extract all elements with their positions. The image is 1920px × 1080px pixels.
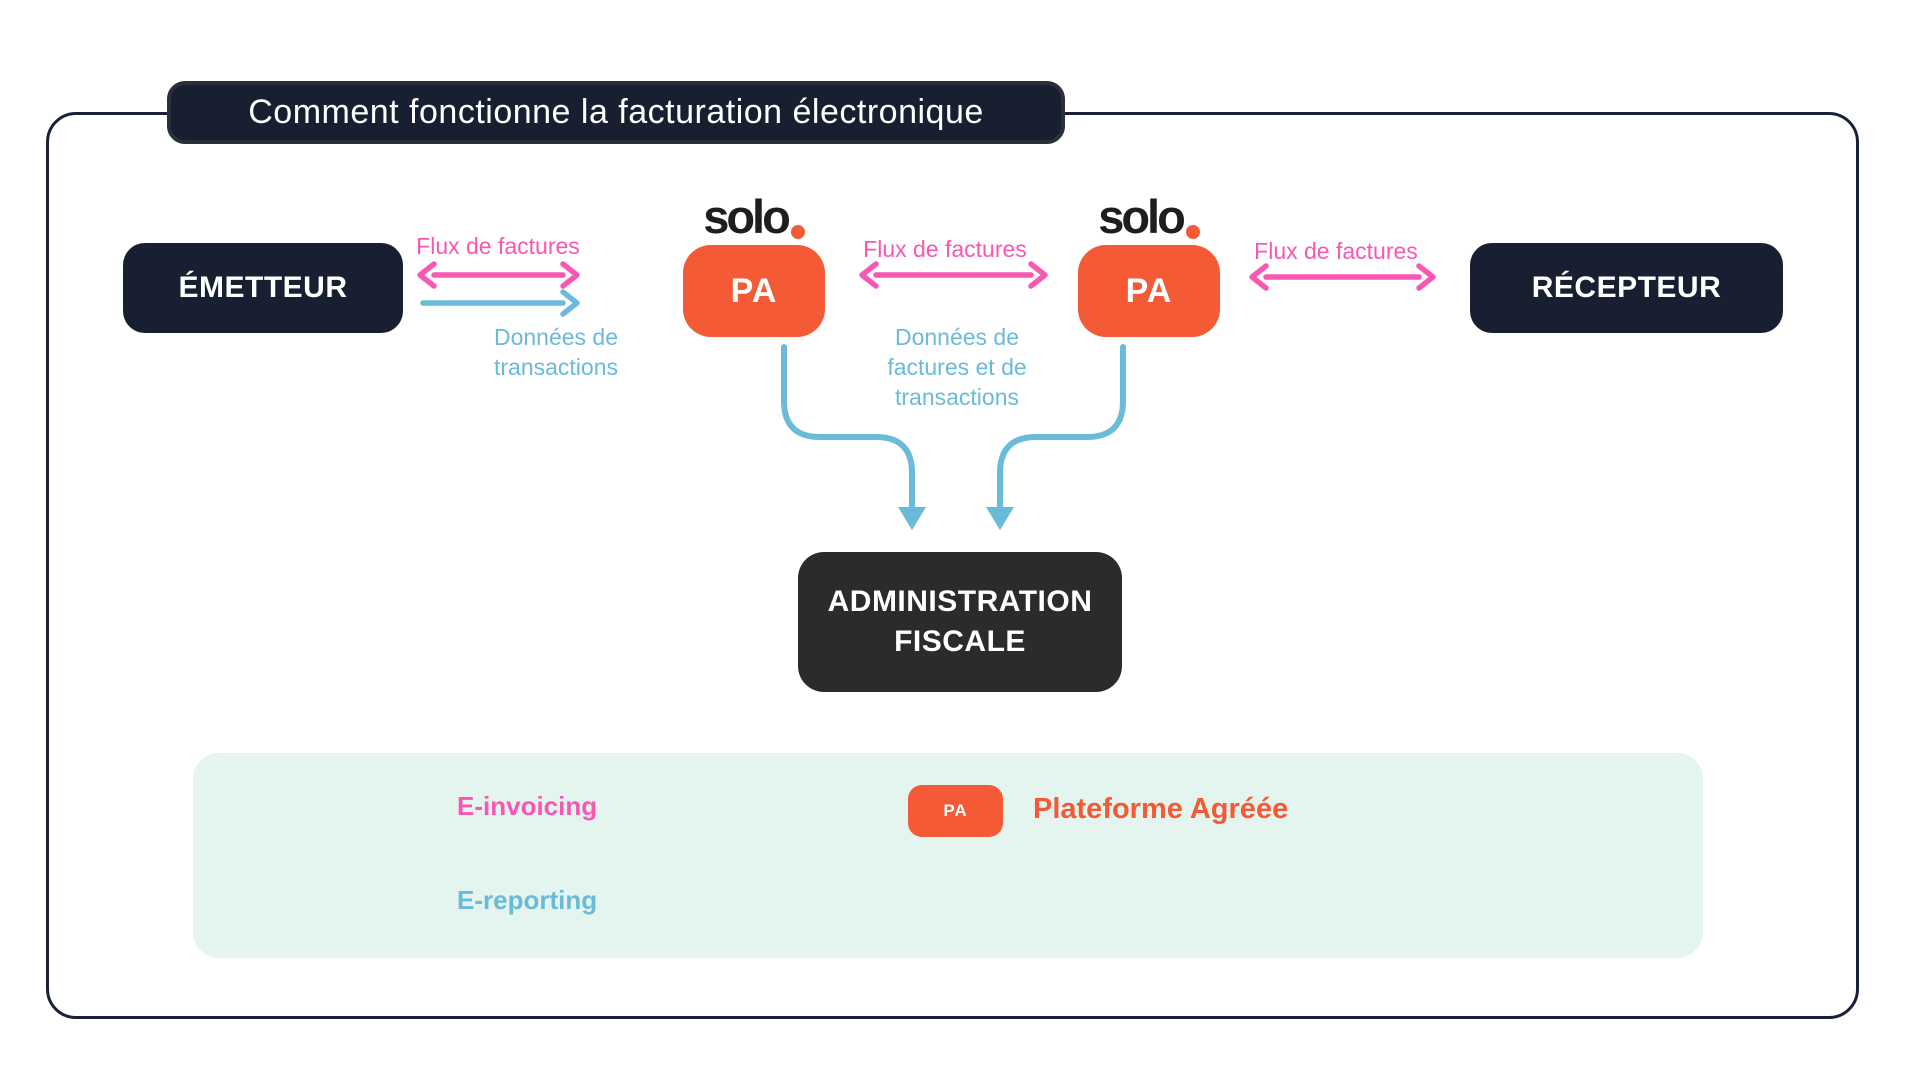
tax-administration-label-line2: FISCALE xyxy=(894,625,1026,658)
solo-logo: solo xyxy=(683,184,825,240)
pa-left-label: PA xyxy=(730,271,778,310)
tax-administration-label-line1: ADMINISTRATION xyxy=(827,585,1093,618)
legend-einvoicing-label: E-invoicing xyxy=(457,791,598,821)
invoices-transactions-data-label: Données de factures et de transactions xyxy=(847,322,1067,412)
legend-pa-badge-label: PA xyxy=(943,801,968,820)
invoice-flow-label-left: Flux de factures xyxy=(416,233,580,259)
pa-node-left: PA xyxy=(683,245,825,337)
legend-panel xyxy=(193,753,1703,958)
transactions-data-label: Données de transactions xyxy=(446,322,666,382)
solo-logo: solo xyxy=(1078,184,1220,240)
page-title: Comment fonctionne la facturation électr… xyxy=(167,81,1065,144)
solo-logo-dot-icon xyxy=(1185,225,1200,239)
solo-logo-text: solo xyxy=(703,190,791,243)
transactions-data-line1: Données de xyxy=(493,324,619,350)
page-title-text: Comment fonctionne la facturation électr… xyxy=(248,93,984,131)
invoices-transactions-line2: factures et de xyxy=(887,354,1027,380)
tax-administration-node: ADMINISTRATION FISCALE xyxy=(798,552,1122,692)
pa-node-right: PA xyxy=(1078,245,1220,337)
legend-ereporting-label: E-reporting xyxy=(457,885,598,915)
legend-pa-description: Plateforme Agréée xyxy=(1033,793,1289,825)
solo-logo-text: solo xyxy=(1098,190,1186,243)
receiver-node: RÉCEPTEUR xyxy=(1470,243,1783,333)
emitter-label: ÉMETTEUR xyxy=(178,271,348,304)
invoices-transactions-line1: Données de xyxy=(894,324,1020,350)
pa-right-label: PA xyxy=(1125,271,1173,310)
transactions-data-line2: transactions xyxy=(493,354,618,380)
emitter-node: ÉMETTEUR xyxy=(123,243,403,333)
invoice-flow-label-right: Flux de factures xyxy=(1254,238,1418,264)
invoice-flow-label-mid: Flux de factures xyxy=(863,236,1027,262)
receiver-label: RÉCEPTEUR xyxy=(1531,271,1722,304)
legend-pa-badge: PA xyxy=(908,785,1003,837)
invoices-transactions-line3: transactions xyxy=(894,384,1019,410)
solo-logo-dot-icon xyxy=(790,225,805,239)
